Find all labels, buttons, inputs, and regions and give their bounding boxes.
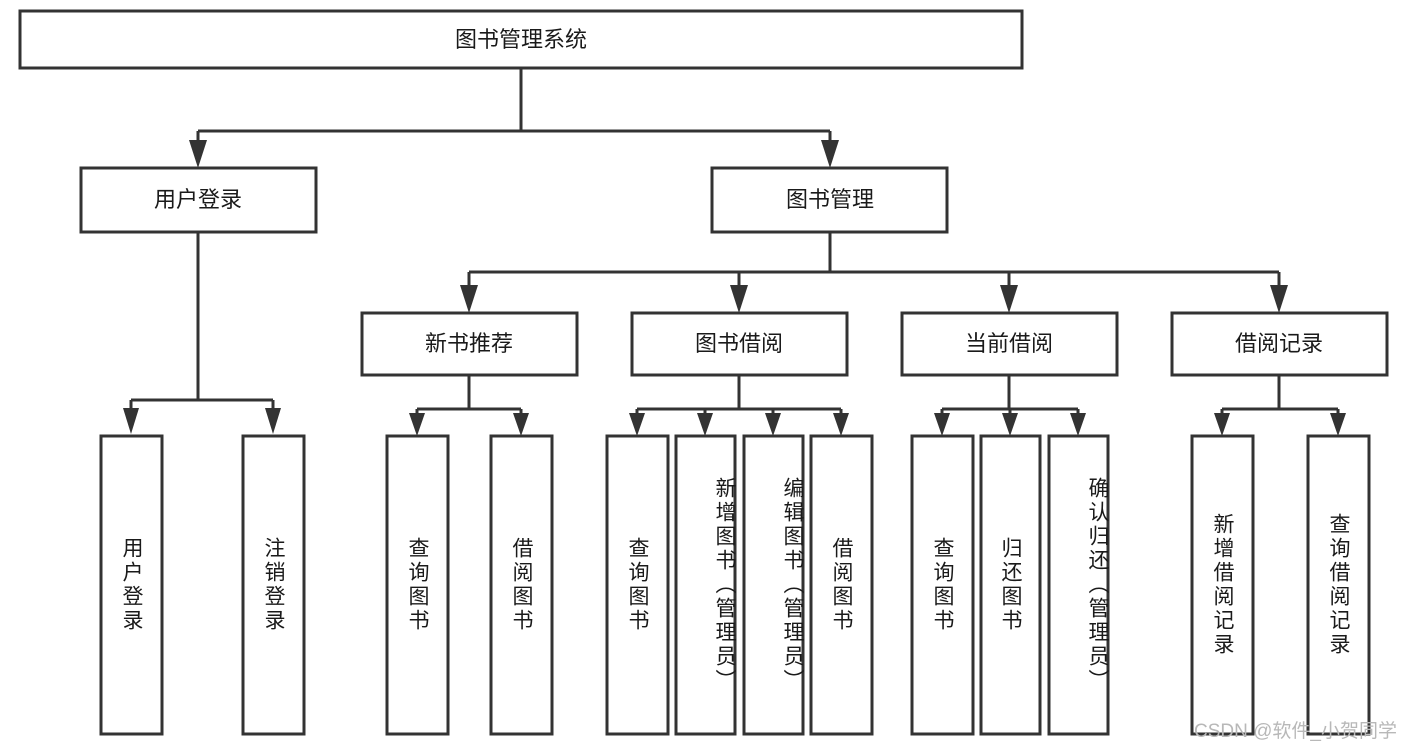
- arrow-leaf-edit-book: [765, 413, 781, 436]
- arrow-leaf-borrow-book-2: [833, 413, 849, 436]
- node-borrow-record-label: 借阅记录: [1235, 331, 1323, 356]
- node-root-label: 图书管理系统: [455, 27, 587, 52]
- node-layer: 图书管理系统 用户登录 图书管理 新书推荐 图书借阅 当前: [18, 9, 1389, 736]
- node-book-borrow-box[interactable]: [630, 311, 849, 377]
- arrow-leaf-add-book: [697, 413, 713, 436]
- node-current-borrow-label: 当前借阅: [965, 331, 1053, 356]
- node-book-borrow[interactable]: 图书借阅: [630, 311, 849, 377]
- connector-layer: [123, 68, 1346, 436]
- node-book-management-label: 图书管理: [786, 187, 874, 212]
- arrow-leaf-add-record: [1214, 413, 1230, 436]
- node-leaf-borrow-book-2-box[interactable]: [809, 434, 874, 736]
- node-leaf-add-record-box[interactable]: [1190, 434, 1255, 736]
- node-book-borrow-label: 图书借阅: [695, 331, 783, 356]
- node-current-borrow-box[interactable]: [900, 311, 1119, 377]
- arrow-book-borrow: [730, 285, 748, 313]
- arrow-leaf-user-login: [123, 408, 139, 434]
- arrow-leaf-query-book-2: [629, 413, 645, 436]
- node-leaf-query-book-1-box[interactable]: [385, 434, 450, 736]
- arrow-borrow-record: [1270, 285, 1288, 313]
- arrow-leaf-confirm-return: [1070, 413, 1086, 436]
- node-leaf-edit-book-box[interactable]: [742, 434, 805, 736]
- arrow-leaf-return-book: [1002, 413, 1018, 436]
- arrow-leaf-query-record: [1330, 413, 1346, 436]
- node-user-login[interactable]: 用户登录: [79, 166, 318, 234]
- node-leaf-query-book-2-box[interactable]: [605, 434, 670, 736]
- csdn-watermark: CSDN @软件_小贺同学: [1194, 721, 1397, 742]
- node-leaf-confirm-return-box[interactable]: [1047, 434, 1110, 736]
- node-borrow-record[interactable]: 借阅记录: [1170, 311, 1389, 377]
- arrow-leaf-query-book-3: [934, 413, 950, 436]
- arrow-leaf-borrow-book-1: [513, 413, 529, 436]
- node-leaf-add-book-box[interactable]: [674, 434, 737, 736]
- node-leaf-query-book-3-box[interactable]: [910, 434, 975, 736]
- node-new-book-recommend[interactable]: 新书推荐: [360, 311, 579, 377]
- node-leaf-return-book-box[interactable]: [979, 434, 1042, 736]
- node-root[interactable]: 图书管理系统: [18, 9, 1024, 70]
- node-leaf-user-login-box[interactable]: [99, 434, 164, 736]
- node-leaf-query-record-box[interactable]: [1306, 434, 1371, 736]
- node-book-management[interactable]: 图书管理: [710, 166, 949, 234]
- node-current-borrow[interactable]: 当前借阅: [900, 311, 1119, 377]
- node-new-book-recommend-box[interactable]: [360, 311, 579, 377]
- arrow-user-login: [189, 140, 207, 168]
- node-user-login-box[interactable]: [79, 166, 318, 234]
- arrow-leaf-user-logout: [265, 408, 281, 434]
- node-leaf-borrow-book-1-box[interactable]: [489, 434, 554, 736]
- node-borrow-record-box[interactable]: [1170, 311, 1389, 377]
- arrow-leaf-query-book-1: [409, 413, 425, 436]
- node-book-management-box[interactable]: [710, 166, 949, 234]
- node-user-login-label: 用户登录: [154, 187, 242, 212]
- arrow-book-management: [821, 140, 839, 168]
- node-root-box[interactable]: [18, 9, 1024, 70]
- node-leaf-user-logout-box[interactable]: [241, 434, 306, 736]
- arrow-new-book-recommend: [460, 285, 478, 313]
- arrow-current-borrow: [1000, 285, 1018, 313]
- node-new-book-recommend-label: 新书推荐: [425, 331, 513, 356]
